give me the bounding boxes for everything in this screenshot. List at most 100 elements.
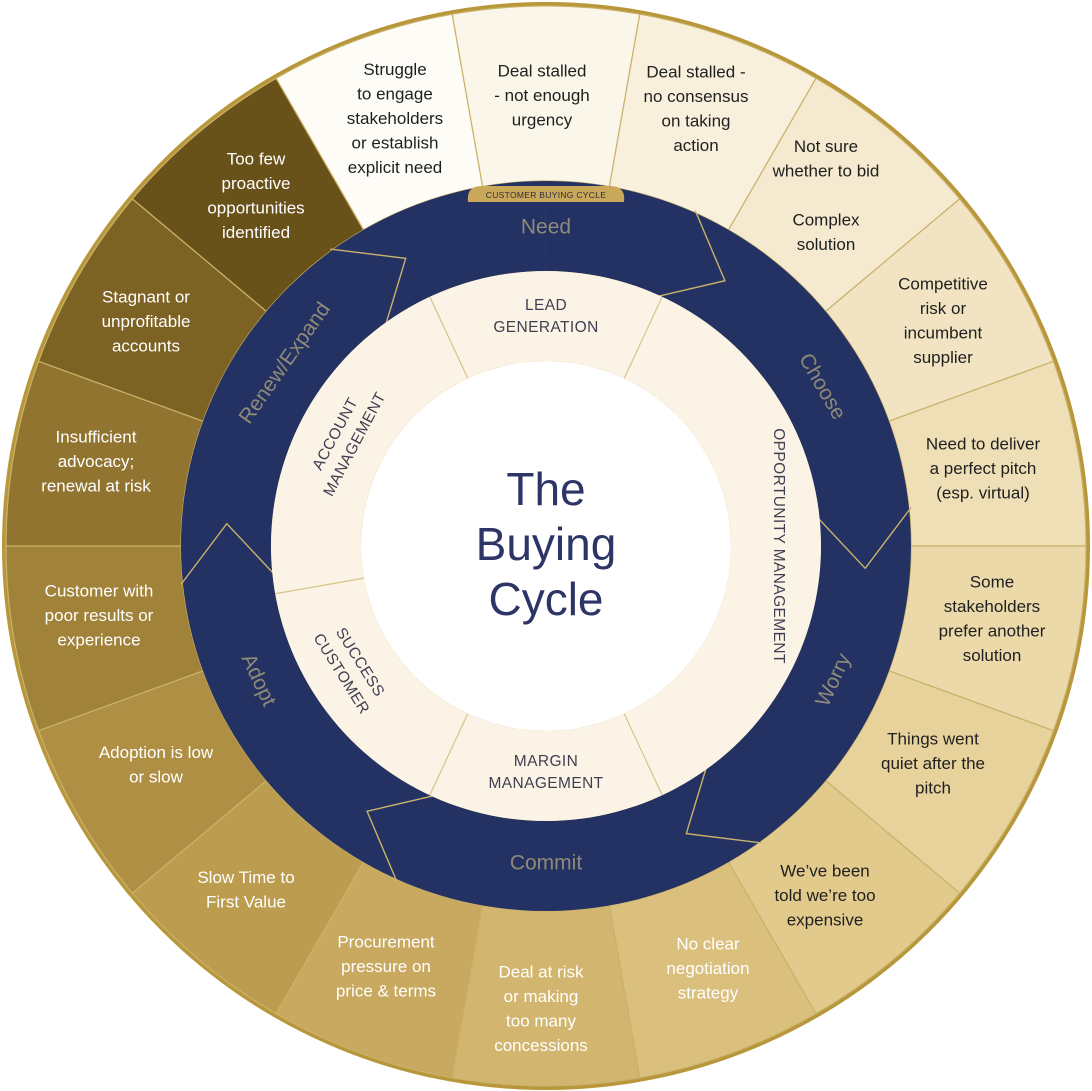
segment-line: solution (797, 235, 856, 254)
segment-line: opportunities (207, 198, 304, 217)
segment-line: Procurement (337, 933, 435, 952)
segment-line: Need to deliver (926, 435, 1041, 454)
stage-divider-4 (180, 522, 276, 585)
segment-label-1: Deal stalled - not enough urgency (494, 62, 589, 130)
segment-label-10: Deal at risk or making too many concessions (494, 962, 588, 1055)
segment-line: - not enough (494, 86, 589, 105)
stage-divider-2 (685, 766, 762, 844)
segment-line: or making (504, 987, 579, 1006)
segment-line: identified (222, 223, 290, 242)
segment-line: supplier (913, 348, 973, 367)
segment-line: accounts (112, 337, 180, 356)
stage-divider-3 (366, 794, 436, 882)
title-line-2: Buying (476, 518, 617, 570)
segment-line: Deal stalled (498, 62, 587, 81)
segment-line: or establish (352, 134, 439, 153)
segment-line: First Value (206, 892, 286, 911)
segment-line: to engage (357, 85, 433, 104)
center-circle: The Buying Cycle (361, 361, 731, 731)
segment-label-0: Struggle to engage stakeholders or establis… (347, 60, 443, 177)
title-line-1: The (506, 463, 585, 515)
segment-line: urgency (512, 111, 573, 130)
segment-line: Deal stalled - (646, 62, 745, 81)
segment-line: quiet after the (881, 754, 985, 773)
segment-line: on taking (662, 111, 731, 130)
segment-line: too many (506, 1011, 576, 1030)
function-label-opportunity: OPPORTUNITY MANAGEMENT (770, 428, 787, 664)
function-ring: LEAD GENERATION OPPORTUNITY MANAGEMENT MARG… (270, 271, 821, 821)
segment-line: Too few (227, 149, 286, 168)
segment-label-5: Need to deliver a perfect pitch (esp. virt… (926, 435, 1041, 503)
center-disc (361, 361, 731, 731)
segment-label-17: Too few proactive opportunities identified (207, 149, 304, 242)
segment-line: Things went (887, 730, 979, 749)
segment-line: Insufficient (56, 428, 137, 447)
function-ring-band (270, 271, 821, 821)
segment-line: pressure on (341, 957, 431, 976)
segment-label-4: Competitive risk or incumbent supplier (898, 274, 988, 367)
segment-line: Some (970, 572, 1014, 591)
function-label-margin: MANAGEMENT (488, 775, 603, 792)
segment-line: explicit need (348, 158, 443, 177)
segment-line: pitch (915, 779, 951, 798)
segment-line: unprofitable (102, 312, 191, 331)
stage-label-need: Need (521, 216, 571, 239)
segment-line: or slow (129, 767, 184, 786)
segment-line: Not sure (794, 137, 858, 156)
segment-line: expensive (787, 911, 864, 930)
segment-label-7: Things went quiet after the pitch (881, 730, 985, 798)
segment-line: solution (963, 646, 1022, 665)
segment-label-16: Stagnant or unprofitable accounts (102, 288, 191, 356)
segment-line: stakeholders (347, 109, 443, 128)
segment-line: (esp. virtual) (936, 484, 1030, 503)
stage-label-commit: Commit (510, 852, 582, 875)
segment-line: risk or (920, 299, 967, 318)
function-divider-1 (623, 296, 663, 379)
segment-line: negotiation (666, 959, 749, 978)
title-line-3: Cycle (488, 573, 603, 625)
segment-line: told we’re too (774, 886, 875, 905)
segment-line: prefer another (939, 621, 1046, 640)
segment-line: No clear (676, 935, 740, 954)
stage-divider-5 (330, 248, 407, 326)
function-divider-0 (429, 296, 469, 379)
segment-line: Competitive (898, 274, 988, 293)
cycle-tag-shape (467, 186, 625, 202)
segment-line: advocacy; (58, 452, 135, 471)
segment-line: incumbent (904, 323, 983, 342)
segment-line: We’ve been (780, 862, 869, 881)
segment-line: action (673, 136, 718, 155)
stage-divider-1 (816, 507, 912, 570)
segment-line: price & terms (336, 982, 436, 1001)
segment-line: proactive (222, 174, 291, 193)
segment-line: stakeholders (944, 597, 1040, 616)
segment-line: Stagnant or (102, 288, 190, 307)
stage-divider-0 (656, 210, 726, 298)
function-label-lead: GENERATION (493, 319, 598, 336)
function-label-margin: MARGIN (514, 753, 578, 770)
segment-line: Complex (792, 211, 860, 230)
cycle-tag: CUSTOMER BUYING CYCLE (467, 186, 625, 202)
segment-line: Adoption is low (99, 743, 214, 762)
cycle-tag-label: CUSTOMER BUYING CYCLE (486, 190, 606, 200)
segment-line: Deal at risk (498, 962, 584, 981)
segment-line: Slow Time to (197, 868, 294, 887)
segment-label-11: Procurement pressure on price & terms (336, 933, 436, 1001)
segment-label-6: Some stakeholders prefer another solution (939, 572, 1046, 665)
segment-label-13: Adoption is low or slow (99, 743, 214, 787)
segment-label-12: Slow Time to First Value (197, 868, 294, 912)
segment-line: Struggle (363, 60, 426, 79)
segment-line: concessions (494, 1036, 588, 1055)
segment-line: poor results or (45, 606, 154, 625)
segment-line: Customer with (45, 582, 154, 601)
segment-label-8: We’ve been told we’re too expensive (774, 862, 875, 930)
segment-line: renewal at risk (41, 477, 151, 496)
segment-line: a perfect pitch (930, 459, 1037, 478)
function-label-lead: LEAD (525, 297, 567, 314)
segment-line: whether to bid (772, 162, 880, 181)
